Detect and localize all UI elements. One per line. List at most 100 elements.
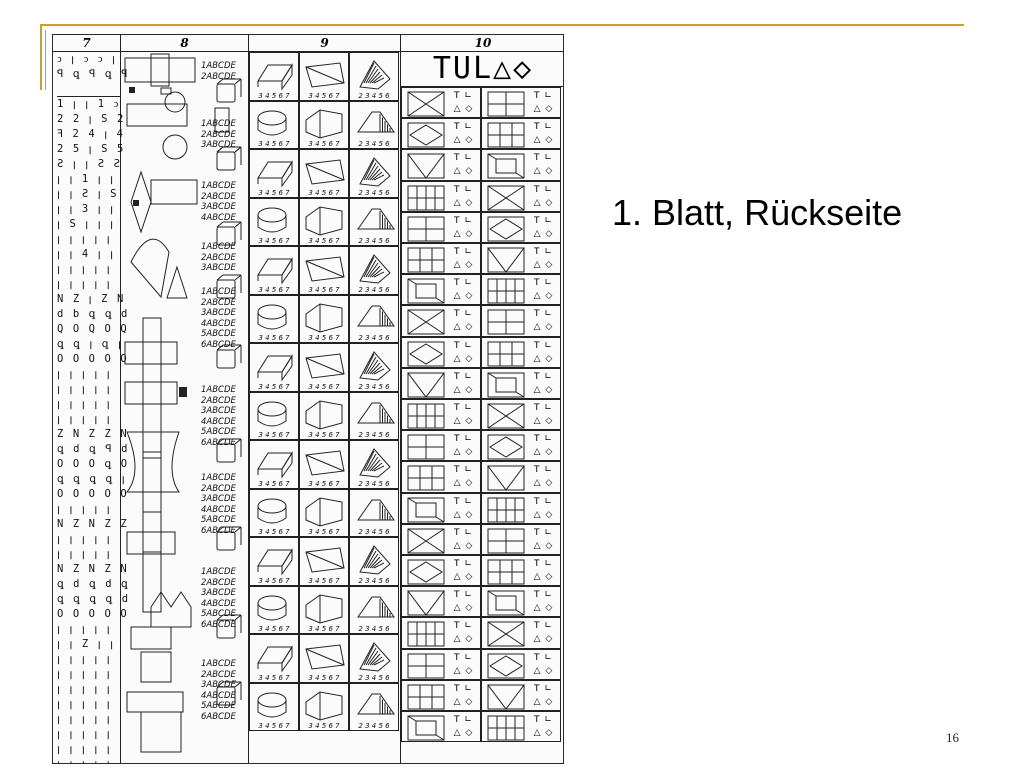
tula-option-marks: T ∟ △ ◇ <box>453 247 473 270</box>
column-10: 10 TUL△◇ T ∟ △ ◇T ∟ △ ◇T ∟ △ ◇T ∟ △ ◇T ∟… <box>401 35 563 763</box>
choice-strip: 2 3 4 5 6 <box>358 528 390 536</box>
tula-option-marks: T ∟ △ ◇ <box>453 340 473 364</box>
glyph-row: 1 ꞁ ꞁ 1 ↄ <box>57 96 120 110</box>
block-figure <box>257 207 287 232</box>
line-pattern-figure <box>487 247 525 273</box>
block-figure <box>359 60 391 90</box>
glyph-row: ꞁ ꞁ 1 ꞁ ꞁ <box>57 173 115 185</box>
block-figure <box>357 693 395 714</box>
glyph-row: ꞁ ꞁ ꞁ ꞁ ꞁ <box>57 758 112 764</box>
answer-option-row: 4ABCDE <box>201 212 236 223</box>
choice-strip: 3 4 5 6 7 <box>308 722 340 730</box>
block-figure-cell: 2 3 4 5 6 <box>349 294 399 343</box>
tula-option-marks: T ∟ △ ◇ <box>453 403 473 426</box>
choice-strip: 3 4 5 6 7 <box>258 91 290 100</box>
block-figure-cell: 3 4 5 6 7 <box>249 634 299 683</box>
glyph-row: ꟻ 2 4 ꞁ 4 <box>57 128 125 140</box>
choice-strip: 3 4 5 6 7 <box>308 237 340 245</box>
choice-strip: 3 4 5 6 7 <box>258 237 290 245</box>
block-figure-cell: 3 4 5 6 7 <box>249 197 299 246</box>
choice-strip: 3 4 5 6 7 <box>308 673 340 682</box>
choice-strip: 3 4 5 6 7 <box>308 285 340 294</box>
block-figure <box>359 254 391 284</box>
pattern-figure-cell: T ∟ △ ◇ <box>481 118 561 150</box>
tula-header: TUL△◇ <box>401 52 563 87</box>
block-figure <box>257 548 293 576</box>
answer-option-row: 2ABCDE <box>201 252 236 263</box>
answer-option-row: 1ABCDE <box>201 473 236 483</box>
pattern-figure-cell: T ∟ △ ◇ <box>401 305 481 337</box>
answer-option-row: 6ABCDE <box>201 437 236 448</box>
pattern-figure-cell: T ∟ △ ◇ <box>481 180 561 212</box>
glyph-row: O O O O O <box>57 353 129 365</box>
block-figure-cell: 3 4 5 6 7 <box>299 391 349 440</box>
tula-option-marks: T ∟ △ ◇ <box>453 215 473 239</box>
choice-strip: 3 4 5 6 7 <box>308 528 340 536</box>
pattern-figure-cell: T ∟ △ ◇ <box>481 711 561 743</box>
line-pattern-figure <box>407 684 445 710</box>
block-figure <box>357 305 395 326</box>
pattern-figure-cell: T ∟ △ ◇ <box>481 211 561 243</box>
block-figure <box>257 645 293 673</box>
block-figure <box>357 596 395 617</box>
answer-option-row: 4ABCDE <box>201 690 236 701</box>
block-figure <box>357 499 395 520</box>
block-figure-cell: 2 3 4 5 6 <box>349 197 399 246</box>
slide-left-rule-inner <box>45 30 46 90</box>
glyph-row: ꝗ ꝗ ꝗ ꝗ ꞁ <box>57 473 127 485</box>
answer-option-row: 4ABCDE <box>201 504 236 515</box>
block-figure-cell: 3 4 5 6 7 <box>299 585 349 634</box>
pattern-figure-cell: T ∟ △ ◇ <box>481 555 561 587</box>
block-figure-cell: 2 3 4 5 6 <box>349 246 399 295</box>
choice-strip: 3 4 5 6 7 <box>308 576 340 585</box>
answer-option-row: 3ABCDE <box>201 308 236 319</box>
block-figure <box>257 304 287 329</box>
block-figure <box>359 642 391 672</box>
block-figure <box>357 208 395 229</box>
block-figure-cell: 3 4 5 6 7 <box>299 488 349 537</box>
tula-option-marks: T ∟ △ ◇ <box>453 590 473 614</box>
choice-strip: 3 4 5 6 7 <box>308 188 340 197</box>
tula-option-marks: T ∟ △ ◇ <box>533 590 553 614</box>
pattern-figure-cell: T ∟ △ ◇ <box>401 617 481 649</box>
block-figure <box>305 496 343 527</box>
pattern-figure-cell: T ∟ △ ◇ <box>401 679 481 711</box>
block-figure <box>305 547 345 573</box>
choice-strip: 2 3 4 5 6 <box>358 431 390 439</box>
line-pattern-figure <box>487 497 525 523</box>
block-figure <box>359 448 391 478</box>
slide-title: 1. Blatt, Rückseite <box>612 192 903 233</box>
pattern-figure-cell: T ∟ △ ◇ <box>481 492 561 524</box>
glyph-row: ꞁ ꞁ ꞁ ꞁ ꞁ <box>57 263 112 275</box>
choice-strip: 3 4 5 6 7 <box>258 188 290 197</box>
column-number-9: 9 <box>249 35 400 52</box>
answer-option-row: 5ABCDE <box>201 329 236 340</box>
block-figure-cell: 3 4 5 6 7 <box>249 537 299 586</box>
pattern-figure-cell: T ∟ △ ◇ <box>401 711 481 743</box>
tula-option-marks: T ∟ △ ◇ <box>453 559 473 582</box>
choice-strip: 3 4 5 6 7 <box>258 431 290 439</box>
block-figure-cell: 3 4 5 6 7 <box>249 682 299 731</box>
choice-strip: 3 4 5 6 7 <box>258 479 290 488</box>
pattern-figure-cell: T ∟ △ ◇ <box>401 367 481 399</box>
block-figure-cell: 2 3 4 5 6 <box>349 52 399 101</box>
glyph-row: ꞁ ꞁ ꞁ ꞁ ꞁ <box>57 278 112 290</box>
pattern-figure-cell: T ∟ △ ◇ <box>401 492 481 524</box>
answer-option-row: 3ABCDE <box>201 680 236 691</box>
choice-strip: 2 3 4 5 6 <box>358 91 390 100</box>
glyph-row: ꞁ ꞁ ꞁ ꞁ ꞁ <box>57 713 112 725</box>
choice-strip: 3 4 5 6 7 <box>308 431 340 439</box>
pattern-figure-cell: T ∟ △ ◇ <box>401 586 481 618</box>
line-pattern-figure <box>407 309 445 335</box>
tula-option-marks: T ∟ △ ◇ <box>453 153 473 177</box>
block-figure <box>305 302 343 333</box>
tula-option-marks: T ∟ △ ◇ <box>533 465 553 489</box>
tula-option-marks: T ∟ △ ◇ <box>453 652 473 676</box>
block-figure-cell: 2 3 4 5 6 <box>349 440 399 489</box>
pattern-figure-cell: T ∟ △ ◇ <box>481 523 561 555</box>
line-pattern-figure <box>487 216 525 242</box>
